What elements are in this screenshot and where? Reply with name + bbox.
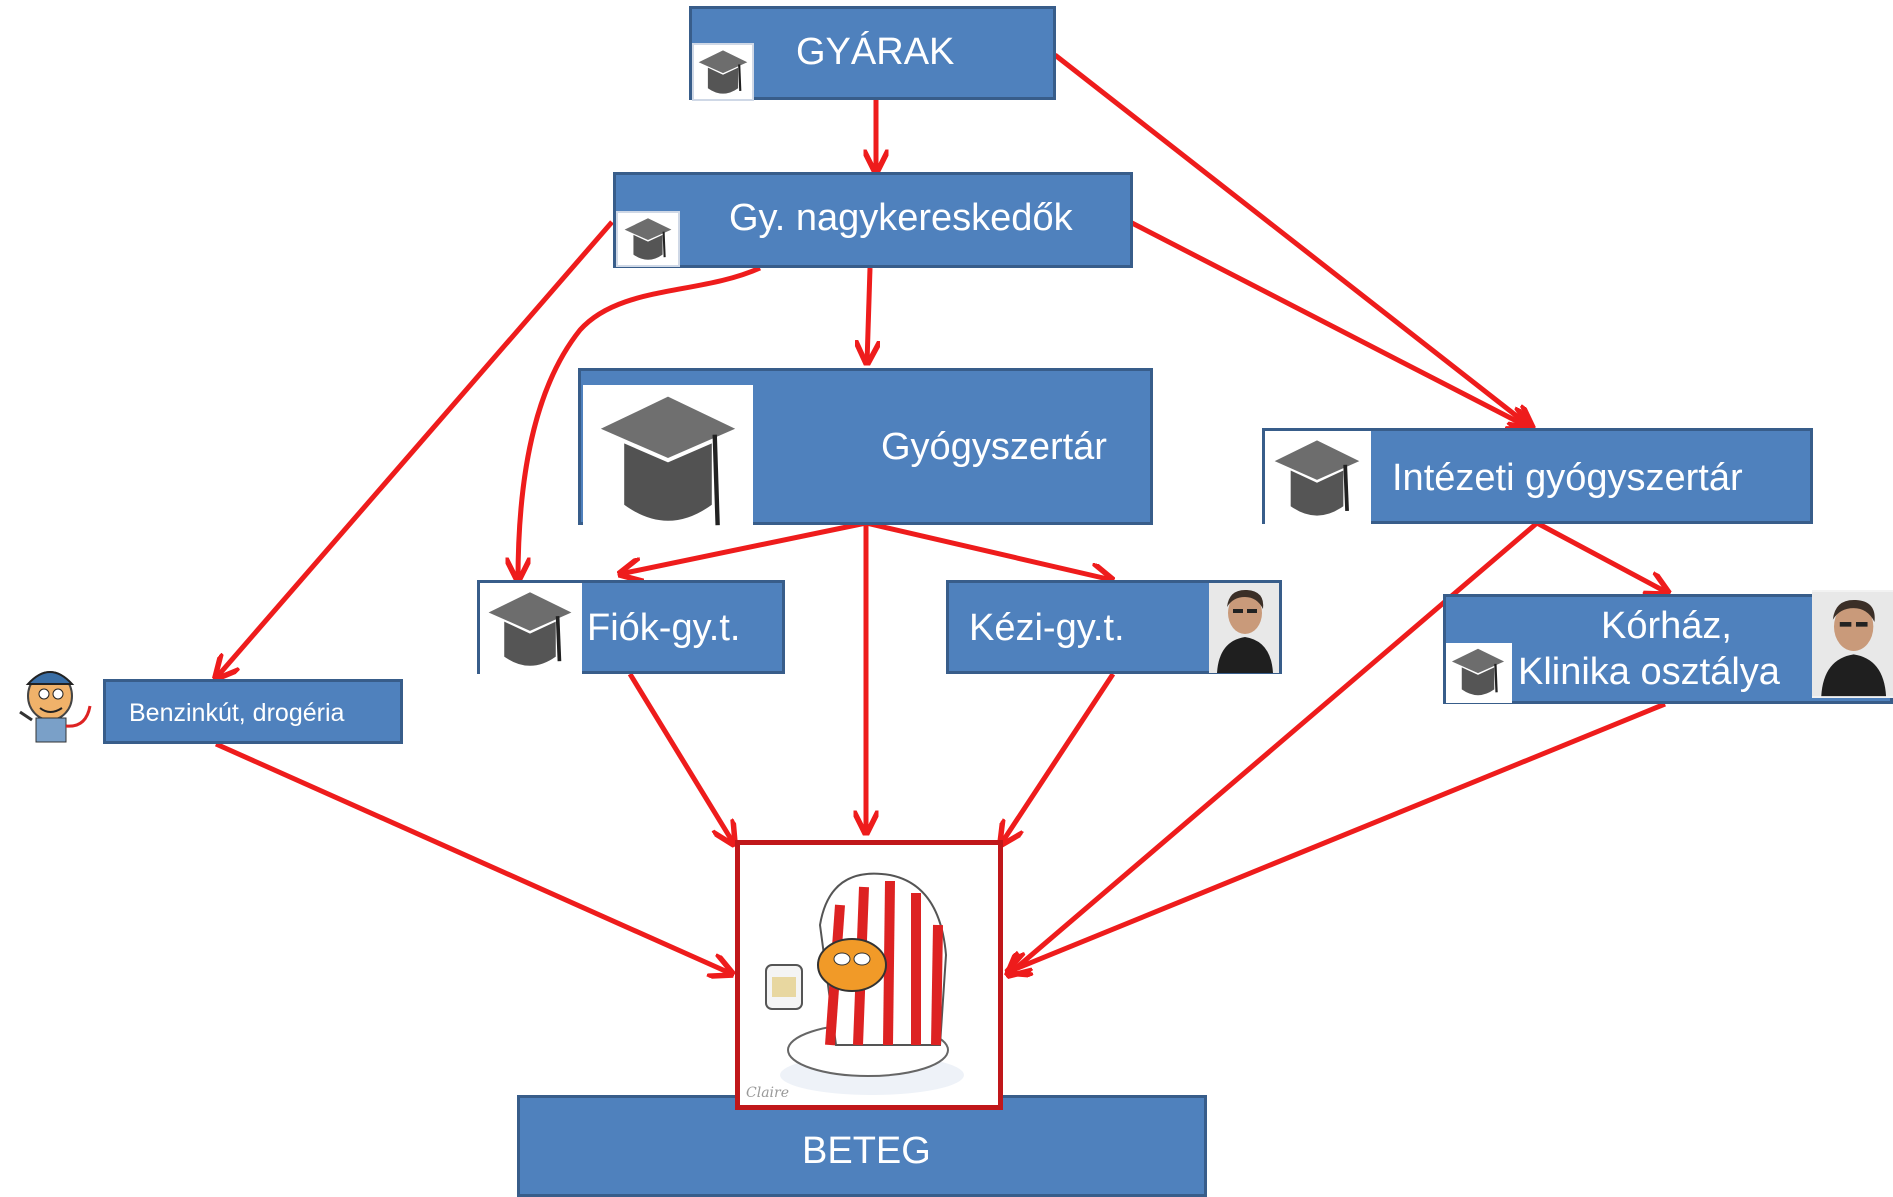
arrow-nagyker-to-fiok [518,265,762,580]
node-intezeti-gyogyszertar: Intézeti gyógyszertár [1262,428,1813,527]
node-beteg: BETEG [517,1095,1207,1197]
node-fiok: Fiók-gy.t. [477,580,785,677]
graduation-cap-icon [692,43,754,101]
arrow-korhaz-to-beteg [1008,701,1666,972]
arrow-kezi-to-beteg [1001,672,1116,844]
node-intezeti-label: Intézeti gyógyszertár [1392,457,1743,499]
doctor-portrait-icon [1812,590,1893,698]
doctor-portrait-icon [1209,583,1279,673]
node-nagykereskedok-label: Gy. nagykereskedők [729,197,1073,239]
node-benzinkut: Benzinkút, drogéria [103,679,403,744]
svg-text:Claire: Claire [746,1085,789,1101]
node-beteg-label: BETEG [802,1130,931,1172]
node-korhaz-line1: Kórház, [1601,605,1732,647]
sick-cat-patient-image: Claire [735,840,1003,1110]
graduation-cap-icon [480,583,582,677]
node-gyarak-label: GYÁRAK [796,31,955,73]
graduation-cap-icon [616,211,680,267]
graduation-cap-icon [1446,643,1512,703]
graduation-cap-icon [583,385,753,531]
node-gyogyszertar-label: Gyógyszertár [881,426,1107,468]
arrow-intezeti-to-korhaz [1535,520,1668,593]
pump-mascot-icon [6,656,102,752]
arrow-gyogyszertar-to-fiok [620,520,867,574]
arrow-nagyker-to-gyogyszertar [867,267,870,363]
node-gyarak: GYÁRAK [689,6,1056,101]
node-kezi-label: Kézi-gy.t. [969,607,1125,649]
node-gyogyszertar: Gyógyszertár [578,368,1153,531]
node-korhaz-line2: Klinika osztálya [1518,651,1780,693]
node-benzinkut-label: Benzinkút, drogéria [129,699,345,727]
node-kezi: Kézi-gy.t. [946,580,1282,674]
graduation-cap-icon [1265,431,1371,527]
arrow-fiok-to-beteg [627,672,734,844]
node-fiok-label: Fiók-gy.t. [587,607,741,649]
arrow-nagyker-to-benzinkut [216,220,614,678]
arrow-nagyker-to-intezeti [1128,219,1530,428]
arrow-gyarak-to-intezeti [1053,53,1532,428]
arrow-benzinkut-to-beteg [214,741,732,974]
arrow-gyogyszertar-to-kezi [865,520,1112,580]
node-nagykereskedok: Gy. nagykereskedők [613,172,1133,268]
